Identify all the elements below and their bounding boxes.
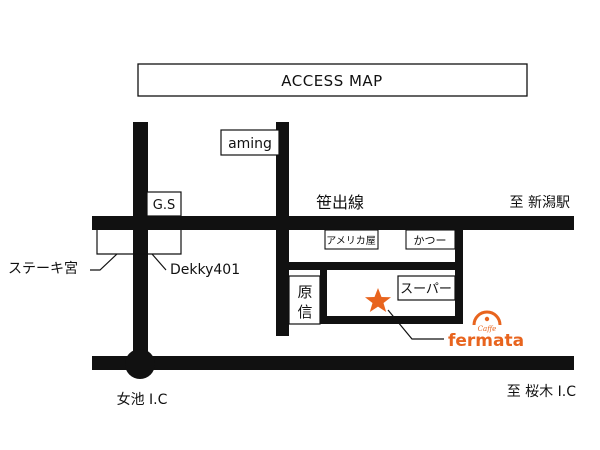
aming-vertical-road: [276, 122, 289, 336]
logo-dot-icon: [484, 316, 490, 322]
logo-arc-icon: [472, 310, 502, 326]
dekky-label: Dekky401: [170, 262, 240, 278]
gs-box: [146, 191, 182, 217]
destination-star-icon: [365, 288, 391, 312]
aming-box: [220, 129, 280, 156]
dekky-leader: [151, 253, 167, 271]
harashin-label-2: 信: [297, 303, 312, 321]
middle-horizontal-street: [289, 262, 463, 270]
left-area-outline: [96, 230, 182, 255]
supermarket-box: [397, 275, 456, 301]
left-vertical-road: [133, 122, 148, 364]
gs-label: G.S: [153, 198, 175, 213]
brand-sub-label: Caffe: [478, 325, 497, 333]
steak-house-label: ステーキ宮: [8, 261, 78, 277]
to-niigata-station-label: 至 新潟駅: [510, 195, 570, 211]
steak-house-leader: [90, 253, 118, 271]
sasade-line-road: [92, 216, 574, 230]
america-ya-box: [324, 229, 379, 250]
destination-leader: [387, 309, 444, 340]
katsu-label: かつー: [414, 234, 447, 247]
supermarket-label: スーパー: [400, 282, 452, 297]
short-connector-street: [320, 270, 327, 324]
onnaike-ic-label: 女池 I.C: [117, 391, 168, 408]
america-ya-label: アメリカ屋: [326, 235, 376, 247]
sasade-line-label: 笹出線: [316, 193, 364, 212]
title-box: [137, 63, 528, 97]
katsu-box: [405, 229, 456, 250]
brand-name-label: fermata: [448, 331, 524, 351]
lower-horizontal-street: [320, 316, 463, 324]
aming-label: aming: [228, 136, 272, 152]
right-vertical-street: [455, 230, 463, 324]
harashin-box: [288, 275, 321, 325]
to-sakuragi-ic-label: 至 桜木 I.C: [507, 384, 576, 400]
bottom-highway-road: [92, 356, 574, 370]
onnaike-ic-marker: [125, 349, 155, 379]
map-title: ACCESS MAP: [281, 72, 382, 90]
harashin-label-1: 原: [297, 283, 312, 301]
fermata-logo: Caffe fermata: [448, 310, 524, 351]
